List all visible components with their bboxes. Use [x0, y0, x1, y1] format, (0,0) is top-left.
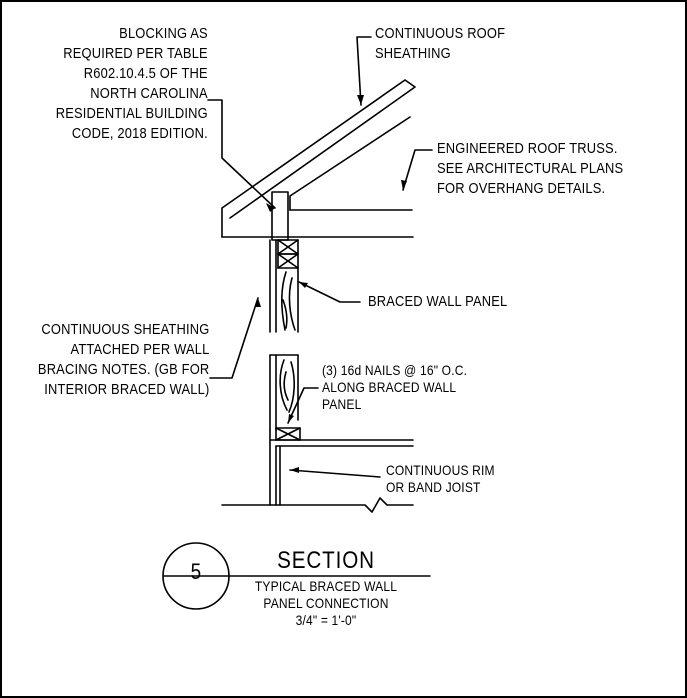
nails-note-line: (3) 16d NAILS @ 16" O.C. [322, 362, 468, 378]
wall-stud-lower [269, 354, 299, 431]
section-description-line: TYPICAL BRACED WALL [254, 578, 398, 594]
truss-note: ENGINEERED ROOF TRUSS. SEE ARCHITECTURAL… [437, 139, 623, 199]
rim-joist-note-line: CONTINUOUS RIM [386, 462, 495, 478]
roof-sheathing-note-line: SHEATHING [375, 45, 451, 62]
braced-wall-panel-label: BRACED WALL PANEL [368, 293, 508, 310]
truss-top-chord [221, 116, 414, 238]
rim-joist-note: CONTINUOUS RIM OR BAND JOIST [386, 462, 495, 496]
blocking-note-line: REQUIRED PER TABLE [63, 45, 208, 62]
section-title: SECTION [277, 547, 375, 574]
blocking-note: BLOCKING AS REQUIRED PER TABLE R602.10.4… [56, 24, 208, 144]
wall-sheathing-note-line: ATTACHED PER WALL [70, 341, 209, 358]
leader-lines [207, 36, 433, 478]
wall-sheathing-note: CONTINUOUS SHEATHING ATTACHED PER WALL B… [37, 320, 209, 400]
blocking-note-line: RESIDENTIAL BUILDING [55, 105, 208, 122]
wall-sheathing-note-line: CONTINUOUS SHEATHING [40, 321, 209, 338]
blocking-note-line: R602.10.4.5 OF THE [83, 65, 208, 82]
floor-framing [269, 429, 414, 506]
section-description-line: PANEL CONNECTION [263, 595, 389, 611]
top-plates [277, 239, 299, 269]
roof-sheathing-note: CONTINUOUS ROOF SHEATHING [375, 24, 505, 64]
section-number: 5 [190, 559, 202, 584]
rim-joist-note-line: OR BAND JOIST [386, 479, 481, 495]
blocking-note-line: BLOCKING AS [119, 25, 208, 42]
foundation-line [221, 497, 414, 513]
wall-sheathing-note-line: BRACING NOTES. (GB FOR [37, 361, 209, 378]
blocking-note-line: CODE, 2018 EDITION. [72, 125, 208, 142]
truss-note-line: SEE ARCHITECTURAL PLANS [437, 160, 624, 177]
roof-sheathing [221, 79, 416, 238]
blocking-note-line: NORTH CAROLINA [90, 85, 208, 102]
blocking [271, 191, 289, 241]
nails-note: (3) 16d NAILS @ 16" O.C. ALONG BRACED WA… [322, 362, 467, 413]
wall-sheathing-note-line: INTERIOR BRACED WALL) [43, 381, 210, 398]
section-scale: 3/4" = 1'-0" [295, 612, 357, 628]
roof-sheathing-note-line: CONTINUOUS ROOF [375, 25, 506, 42]
truss-note-line: FOR OVERHANG DETAILS. [437, 180, 606, 197]
truss-note-line: ENGINEERED ROOF TRUSS. [437, 140, 618, 157]
braced-wall-panel-note: BRACED WALL PANEL [368, 292, 507, 312]
nails-note-line: ALONG BRACED WALL [322, 379, 457, 395]
bottom-plate [275, 427, 301, 441]
wall-stud-upper [269, 239, 299, 333]
leader-arrowheads [255, 95, 407, 473]
nails-note-line: PANEL [322, 396, 362, 412]
section-description: TYPICAL BRACED WALL PANEL CONNECTION 3/4… [240, 578, 412, 629]
section-tag [162, 542, 431, 610]
